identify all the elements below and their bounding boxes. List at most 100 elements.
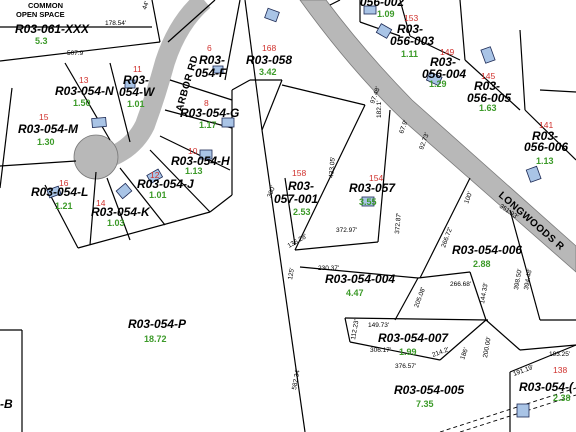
building [115, 182, 133, 200]
building [146, 168, 164, 184]
dimension-label: 149.73' [368, 322, 389, 329]
dimension-label: 372.87' [394, 213, 403, 235]
lot-number: 13 [79, 75, 89, 85]
lot-number: 15 [39, 112, 49, 122]
lot-number: 154 [369, 173, 383, 183]
parcel-acreage: 7.35 [416, 399, 434, 409]
parcel-id: R03-054-005 [394, 383, 464, 397]
building [375, 23, 393, 39]
building [199, 149, 213, 160]
dimension-label: 67.9' [398, 119, 409, 134]
arbor-road [104, 0, 211, 168]
building [124, 79, 136, 89]
parcel-id: R03-054-G [180, 106, 239, 120]
easement-lines [439, 387, 576, 432]
parcel-acreage: 1.01 [149, 190, 167, 200]
building [363, 5, 377, 15]
parcel-id: R03- [474, 79, 500, 93]
parcel-id: R03-054-004 [325, 272, 395, 286]
parcel-id: 056-006 [524, 140, 568, 154]
dimension-label: 433.05' [328, 157, 337, 179]
parcel-acreage: 1.21 [55, 201, 73, 211]
longwoods-road [299, 0, 576, 273]
building [212, 65, 224, 74]
parcel-acreage: 2.38 [553, 393, 571, 403]
dimension-label: 205.08' [413, 286, 427, 308]
parcel-acreage: 18.72 [144, 334, 167, 344]
dimension-label: 125' [287, 267, 296, 280]
parcel-acreage: 1.01 [127, 99, 145, 109]
parcel-acreage: 1.09 [377, 9, 395, 19]
parcel-acreage: 3.42 [259, 67, 277, 77]
lot-number: 168 [262, 43, 276, 53]
building [46, 185, 62, 199]
dimension-label: 193.25' [549, 351, 570, 358]
parcel-acreage: 1.13 [536, 156, 554, 166]
dimension-label: 44' [141, 0, 150, 10]
parcel-id: R03-054-K [91, 205, 151, 219]
parcel-acreage: 5.3 [35, 36, 48, 46]
dimension-label: 186' [459, 347, 470, 361]
dimension-label: 300' [266, 185, 277, 199]
parcel-id: R03- [288, 179, 314, 193]
lot-number: 145 [481, 71, 495, 81]
dimension-label: 507.9' [67, 50, 85, 57]
lot-number: 16 [59, 178, 69, 188]
parcel-id: 054-F [195, 66, 227, 80]
parcel-id: R03-058 [246, 53, 292, 67]
parcel-acreage: 1.17 [199, 120, 217, 130]
building [525, 165, 542, 183]
parcel-acreage: 4.47 [346, 288, 364, 298]
parcel-id: R03- [397, 22, 423, 36]
building [516, 403, 530, 418]
dimension-label: 200.00' [482, 336, 493, 358]
parcel-acreage: 1.30 [37, 137, 55, 147]
dimension-label: 144.33' [479, 282, 490, 304]
building [221, 117, 235, 128]
lot-number: 141 [539, 120, 553, 130]
parcel-id: R03- [199, 53, 225, 67]
dimension-label: 582.34' [291, 368, 302, 390]
dimension-label: 372.97' [336, 227, 357, 234]
parcel-acreage: 1.13 [185, 166, 203, 176]
parcel-acreage: 1.03 [107, 218, 125, 228]
parcel-id: R03-054-N [55, 84, 114, 98]
parcel-id: 056-003 [390, 34, 434, 48]
parcel-id: R03- [123, 73, 149, 87]
dimension-label: 112.23' [350, 319, 360, 341]
parcel-id: R03- [532, 129, 558, 143]
lot-number: 12 [150, 170, 160, 180]
dimension-label: 100' [463, 191, 474, 205]
building [264, 7, 280, 23]
dimension-label: 178.54' [105, 20, 126, 27]
common-label-line1: COMMON [28, 1, 63, 10]
parcel-id: R03-054-( [519, 380, 575, 394]
parcel-acreage: 1.29 [429, 79, 447, 89]
lot-number: 11 [133, 64, 142, 74]
parcel-acreage: 1.99 [399, 347, 417, 357]
parcel-id: 056-005 [467, 91, 511, 105]
lot-number: 8 [204, 98, 209, 108]
parcel-id: R03-054-L [31, 185, 88, 199]
common-label-line2: OPEN SPACE [16, 10, 65, 19]
parcel-id: R03-061-XXX [15, 22, 90, 36]
parcel-acreage: 2.88 [473, 259, 491, 269]
dimension-label: 266.68' [450, 281, 471, 288]
parcel-id: R03-054-M [18, 122, 79, 136]
parcel-acreage: 3.55 [359, 197, 377, 207]
dimension-label: 182.1' [376, 100, 383, 118]
lot-number: 14 [96, 198, 106, 208]
parcel-id: -B [0, 397, 13, 411]
building [91, 116, 107, 129]
dimension-label: 136.28' [287, 233, 309, 250]
lot-number: 153 [404, 13, 418, 23]
parcel-id: R03-054-006 [452, 243, 522, 257]
lot-number: 6 [207, 43, 212, 53]
dimension-label: 394.48' [523, 268, 534, 290]
dimension-label: 214.2' [431, 346, 450, 359]
parcel-id: R03-054-P [128, 317, 187, 331]
dimension-label: 398.50' [513, 268, 524, 290]
parcel-id: R03- [430, 55, 456, 69]
